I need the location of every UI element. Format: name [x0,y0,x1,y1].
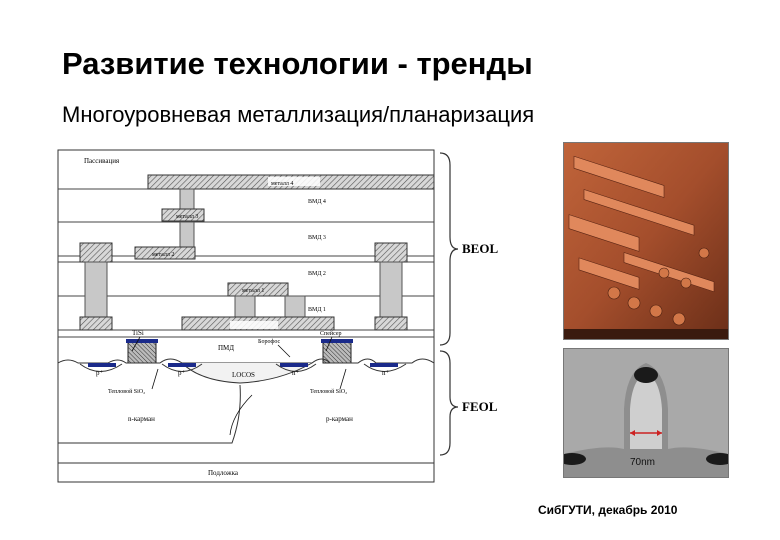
label-tisi: TiSi [132,329,144,337]
label-imd3: ВМД 3 [308,235,326,241]
label-imd1: ВМД 1 [308,307,326,313]
annotation-arrows [131,336,347,436]
label-imd4: ВМД 4 [308,199,326,205]
locos-region [181,362,313,384]
label-beol: BEOL [462,241,498,256]
label-spacer: Спейсер [320,330,342,337]
label-n-plus-1: n⁺ [292,369,300,377]
label-feol: FEOL [462,399,498,414]
label-gate-oxide-right: Тепловой SiO₂ [310,388,347,395]
feol-brace [439,350,459,456]
label-locos: LOCOS [232,371,255,379]
label-metal4: металл 4 [271,181,293,187]
metal1-pad [227,282,289,297]
label-passivation: Пассивация [84,157,120,165]
label-imd2: ВМД 2 [308,271,326,277]
chip-micrograph-image [563,142,729,340]
slide-title: Развитие технологии - тренды [62,46,533,81]
label-p-plus-2: p⁺ [178,369,186,377]
footer-text: СибГУТИ, декабрь 2010 [538,503,678,517]
label-pwell: p-карман [326,415,353,423]
slide-subtitle: Многоуровневая металлизация/планаризация [62,102,535,127]
metallization-cross-section-diagram: металл 4 металл 3 металл 2 металл 1 LOCO… [57,149,498,483]
metal3-pad [161,208,205,222]
label-n-plus-2: n⁺ [382,369,390,377]
label-metal1: металл 1 [242,288,264,294]
scale-label: 70nm [630,457,655,468]
gate-left [127,340,157,364]
label-borophos: Борофос [258,338,280,345]
beol-brace [439,152,459,346]
metal2-pad [134,246,196,260]
label-p-plus-1: p⁺ [96,369,104,377]
label-substrate: Подложка [208,469,239,477]
label-metal2: металл 2 [152,252,174,258]
sem-cross-section-image: 70nm [563,348,729,478]
label-gate-oxide-left: Тепловой SiO₂ [108,388,145,395]
label-pmd: ПМД [218,344,234,352]
label-nwell: n-карман [128,415,155,423]
label-metal3: металл 3 [176,214,198,220]
gate-right [322,340,352,364]
